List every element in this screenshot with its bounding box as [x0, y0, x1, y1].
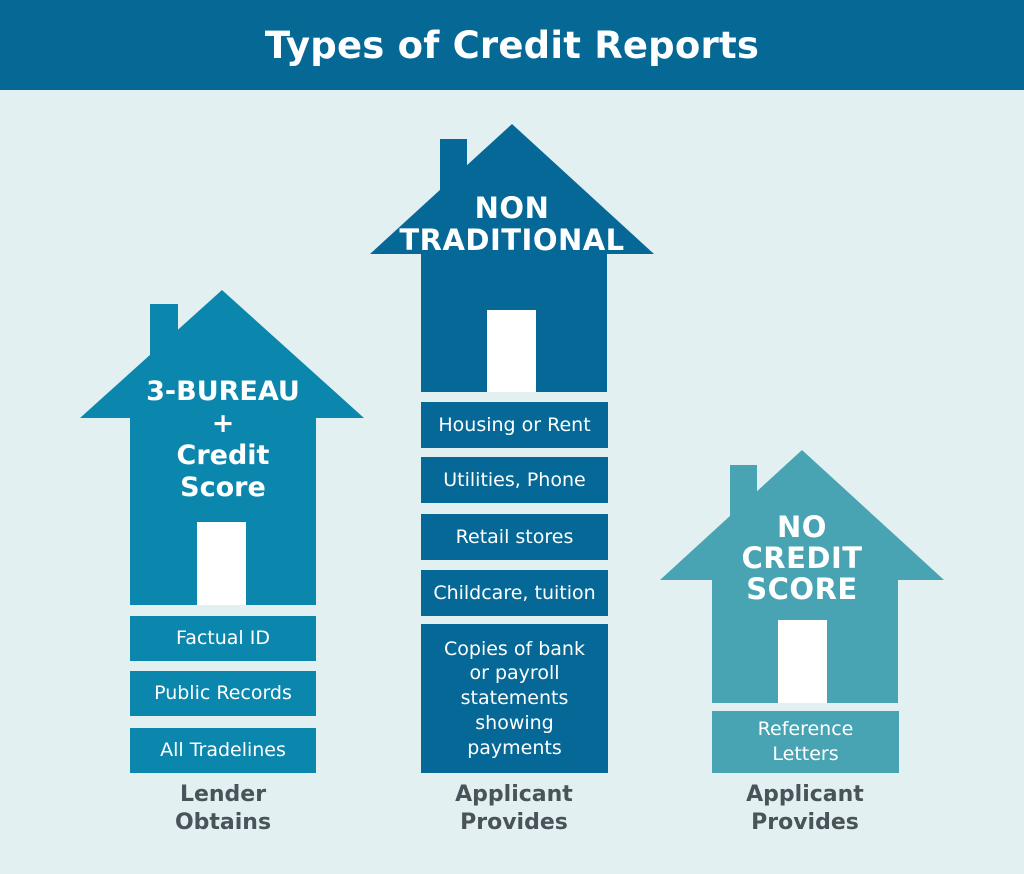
caption-line: Applicant [746, 782, 864, 807]
item-label: All Tradelines [160, 739, 286, 762]
list-item: Childcare, tuition [421, 570, 608, 616]
item-label: Housing or Rent [438, 413, 591, 436]
caption-lender-obtains: Lender Obtains [123, 781, 323, 837]
caption-line: Provides [751, 810, 859, 835]
item-label: Retail stores [455, 525, 574, 548]
house-title-non-traditional: NON TRADITIONAL [380, 192, 644, 256]
house-title-no-credit-score: NO CREDIT SCORE [702, 512, 902, 605]
list-item: Housing or Rent [421, 402, 608, 448]
caption-line: Lender [179, 782, 267, 807]
title-line: + [211, 408, 235, 439]
caption-line: Applicant [455, 782, 573, 807]
list-item: Retail stores [421, 514, 608, 560]
title-line: 3-BUREAU [146, 376, 300, 407]
item-label: Copies of bank or payroll statements sho… [444, 637, 585, 759]
list-item: Utilities, Phone [421, 457, 608, 503]
list-item: Public Records [130, 671, 316, 716]
list-item: Copies of bank or payroll statements sho… [421, 624, 608, 773]
title-line: SCORE [746, 572, 858, 606]
title-line: Score [180, 472, 266, 503]
header-banner: Types of Credit Reports [0, 0, 1024, 90]
item-label: Childcare, tuition [433, 581, 596, 604]
caption-applicant-provides: Applicant Provides [414, 781, 614, 837]
item-label: Utilities, Phone [443, 468, 586, 491]
house-title-3-bureau: 3-BUREAU + Credit Score [120, 376, 326, 504]
caption-line: Provides [460, 810, 568, 835]
title-line: TRADITIONAL [399, 223, 625, 257]
title-line: CREDIT [741, 541, 863, 575]
item-label: Factual ID [176, 627, 270, 650]
list-item: Factual ID [130, 616, 316, 661]
page-title: Types of Credit Reports [264, 23, 760, 67]
list-item: All Tradelines [130, 728, 316, 773]
caption-applicant-provides: Applicant Provides [705, 781, 905, 837]
title-line: NO [777, 510, 827, 544]
title-line: Credit [176, 440, 270, 471]
item-label: Reference Letters [757, 718, 854, 765]
list-item: Reference Letters [712, 711, 899, 773]
title-line: NON [474, 191, 550, 225]
door-icon [197, 522, 246, 605]
item-label: Public Records [154, 682, 292, 705]
caption-line: Obtains [174, 810, 272, 835]
